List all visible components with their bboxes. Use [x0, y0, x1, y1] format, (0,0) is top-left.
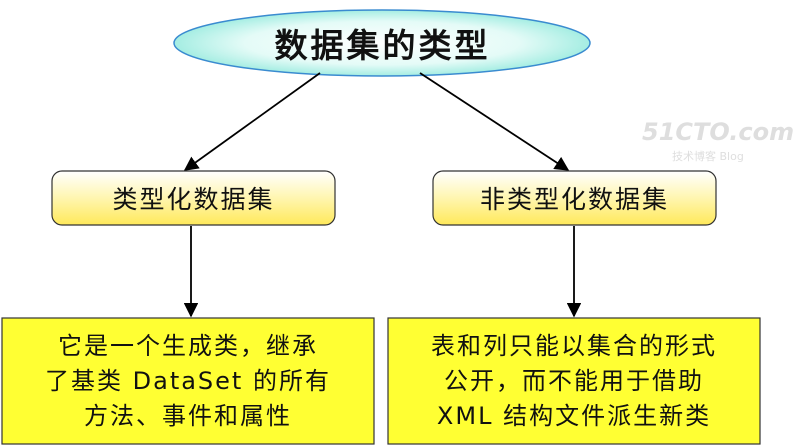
typed-dataset-description: 它是一个生成类，继承 了基类 DataSet 的所有 方法、事件和属性 [2, 318, 374, 444]
untyped-desc-line: 公开，而不能用于借助 [444, 366, 704, 395]
typed-desc-line: 方法、事件和属性 [84, 401, 292, 430]
root-node-ellipse [173, 9, 591, 77]
watermark-sub-text: 技术博客 Blog [672, 150, 744, 163]
untyped-dataset-label: 非类型化数据集 [479, 185, 669, 214]
site-watermark: 51CTO.com 技术博客 Blog [642, 118, 794, 178]
untyped-desc-line: 表和列只能以集合的形式 [431, 331, 717, 360]
typed-dataset-desc-box [1, 317, 375, 445]
typed-desc-line: 了基类 DataSet 的所有 [45, 366, 331, 395]
untyped-dataset-description: 表和列只能以集合的形式 公开，而不能用于借助 XML 结构文件派生新类 [388, 318, 760, 444]
watermark-main-text: 51CTO.com [642, 118, 794, 146]
typed-dataset-node-box [51, 170, 336, 226]
root-node-label: 数据集的类型 [274, 26, 491, 65]
untyped-dataset-node-box [432, 170, 717, 226]
untyped-dataset-desc-box [387, 317, 761, 445]
untyped-desc-line: XML 结构文件派生新类 [436, 401, 712, 430]
typed-desc-line: 它是一个生成类，继承 [58, 331, 318, 360]
connector-root-to-untyped [419, 72, 570, 171]
diagram-canvas [1, 9, 761, 445]
typed-dataset-label: 类型化数据集 [112, 185, 275, 214]
connector-root-to-typed [183, 72, 321, 171]
